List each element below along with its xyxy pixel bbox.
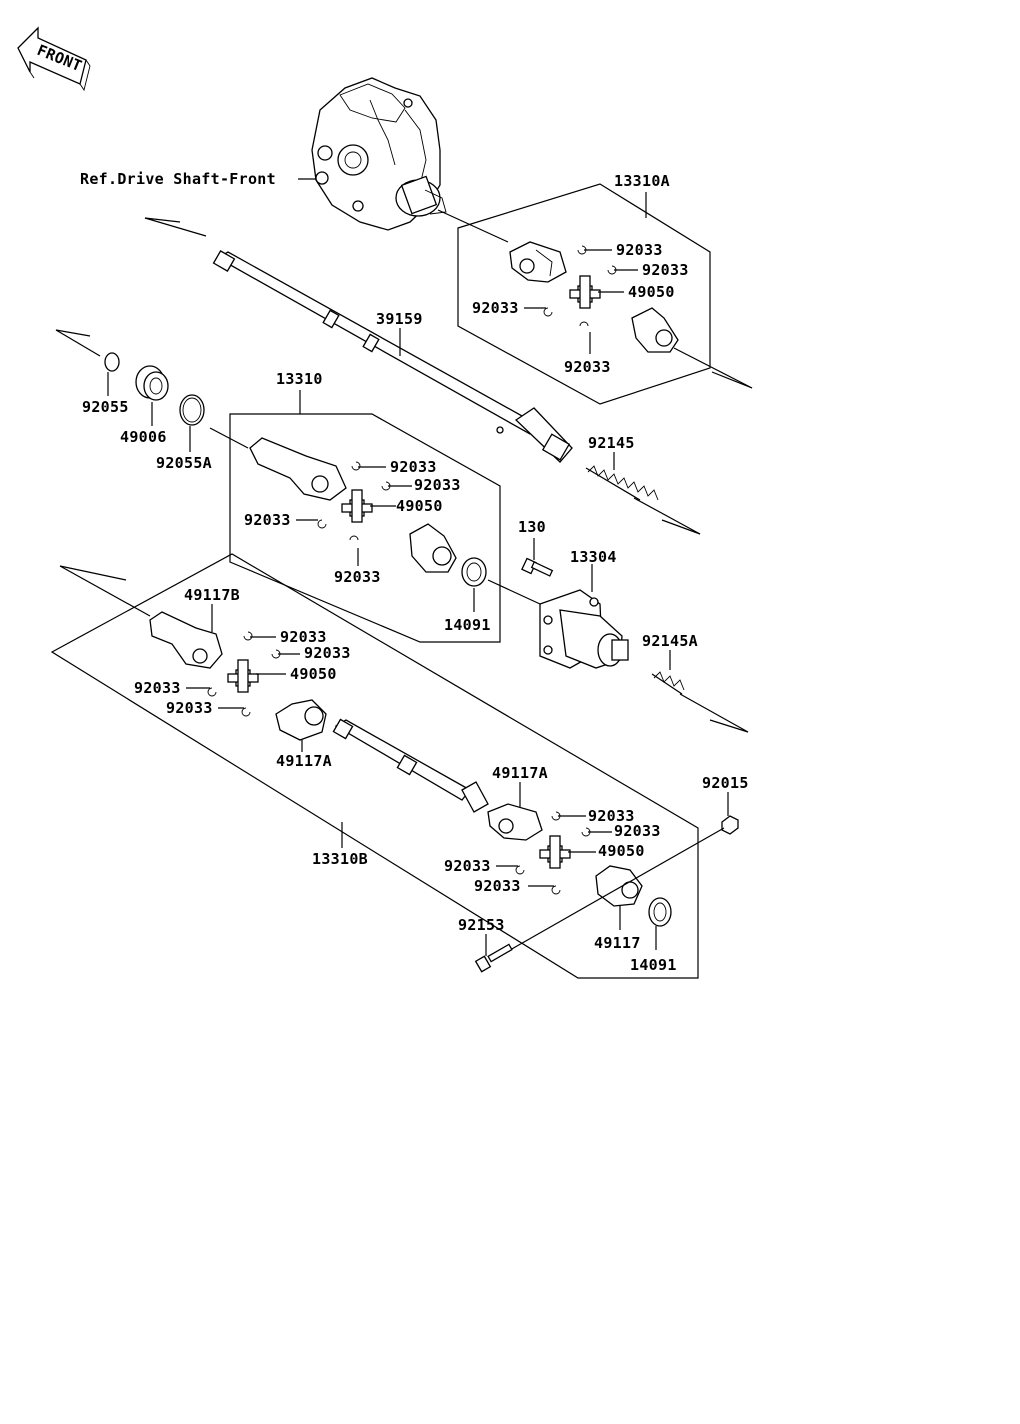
label-49050-a: 49050 [628,283,675,301]
label-39159: 39159 [376,310,423,328]
yoke-13310-upper [249,437,347,501]
circlip-92033-d4 [551,885,561,895]
ref-drive-shaft-front-label: Ref.Drive Shaft-Front [80,170,276,188]
spider-49050-d [539,835,571,869]
washer-14091-a [461,557,487,587]
spring-92145A [651,671,685,695]
front-arrow-icon: FRONT [17,26,91,92]
label-92033-a2: 92033 [642,261,689,279]
label-92033-d1: 92033 [588,807,635,825]
shaft-39159 [212,250,573,463]
group-13310-box [229,413,501,643]
label-92153: 92153 [458,916,505,934]
bolt-130 [521,557,554,577]
label-49006: 49006 [120,428,167,446]
label-92033-c4: 92033 [166,699,213,717]
label-92033-c3: 92033 [134,679,181,697]
label-130: 130 [518,518,546,536]
label-92145: 92145 [588,434,635,452]
circlip-92033-d3 [515,865,525,875]
label-92033-d2: 92033 [614,822,661,840]
label-49117B: 49117B [184,586,240,604]
label-14091-a: 14091 [444,616,491,634]
label-49117A-right: 49117A [492,764,548,782]
yoke-49117 [595,865,643,907]
bevel-gear-case [311,77,447,231]
circlip-92033-c4 [241,707,251,717]
label-92055: 92055 [82,398,129,416]
o-ring-92055A [179,394,205,426]
propeller-shaft-middle [332,718,489,813]
label-92033-b4: 92033 [334,568,381,586]
nut-92015 [721,815,739,835]
label-92033-a3: 92033 [472,299,519,317]
yoke-13310A-lower [631,307,679,353]
label-13310A: 13310A [614,172,670,190]
label-92015: 92015 [702,774,749,792]
label-49050-c: 49050 [290,665,337,683]
label-13304: 13304 [570,548,617,566]
label-49050-d: 49050 [598,842,645,860]
circlip-92033-d1 [551,811,561,821]
circlip-92033-b4 [349,535,359,541]
circlip-92033-b2 [381,481,391,491]
circlip-92033-c3 [207,687,217,697]
circlip-92033-a2 [607,265,617,275]
label-92033-b3: 92033 [244,511,291,529]
label-92033-b1: 92033 [390,458,437,476]
circlip-92033-a1 [577,245,587,255]
seal-49006 [135,365,169,401]
washer-14091-b [648,897,672,927]
label-92145A: 92145A [642,632,698,650]
circlip-92033-b3 [317,519,327,529]
label-92033-c2: 92033 [304,644,351,662]
spider-49050-c [227,659,259,693]
yoke-49117B [149,611,223,669]
o-ring-92055 [104,352,120,372]
label-92033-d3: 92033 [444,857,491,875]
label-14091-b: 14091 [630,956,677,974]
group-13310A-box [457,183,711,405]
circlip-92033-b1 [351,461,361,471]
yoke-49117A-left [275,699,327,741]
spider-49050-a [569,275,601,309]
circlip-92033-c1 [243,631,253,641]
circlip-92033-a4 [579,321,589,327]
label-13310B: 13310B [312,850,368,868]
group-13310B-box [50,553,699,979]
label-92033-a4: 92033 [564,358,611,376]
label-92055A: 92055A [156,454,212,472]
label-92033-c1: 92033 [280,628,327,646]
label-49117: 49117 [594,934,641,952]
label-49050-b: 49050 [396,497,443,515]
spring-92145 [585,465,659,501]
spider-49050-b [341,489,373,523]
yoke-49117A-right [487,803,543,841]
label-49117A-left: 49117A [276,752,332,770]
circlip-92033-a3 [543,307,553,317]
label-92033-a1: 92033 [616,241,663,259]
yoke-13310A-upper [509,241,567,283]
housing-13304 [539,589,629,669]
label-13310: 13310 [276,370,323,388]
circlip-92033-d2 [581,827,591,837]
yoke-13310-lower [409,523,457,573]
bolt-92153 [474,943,513,973]
label-92033-d4: 92033 [474,877,521,895]
circlip-92033-c2 [271,649,281,659]
label-92033-b2: 92033 [414,476,461,494]
